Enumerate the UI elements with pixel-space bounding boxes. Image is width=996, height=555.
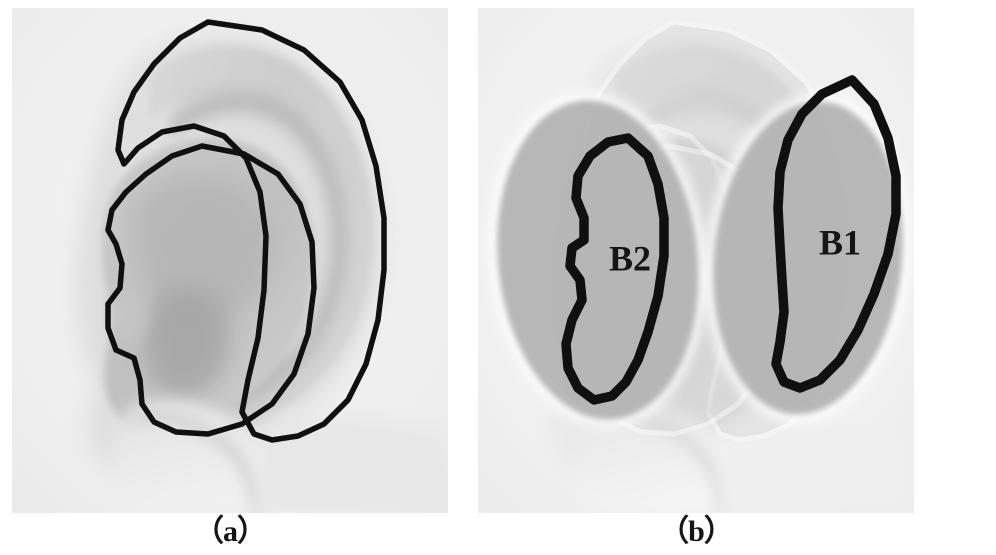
panel-a-image — [12, 8, 448, 513]
helix-outer-contour — [115, 19, 387, 443]
panel-b: B2 B1 — [478, 8, 914, 513]
concha-inner-contour — [105, 143, 317, 437]
panel-a — [12, 8, 448, 513]
region-b1 — [771, 75, 901, 393]
region-b1-label: B1 — [819, 222, 861, 262]
cheek-shade — [252, 415, 448, 513]
caption-b: （b） — [659, 515, 734, 548]
antihelix-shading — [133, 173, 274, 321]
panel-b-image: B2 B1 — [478, 8, 914, 513]
region-b2-label: B2 — [609, 238, 651, 278]
region-b2 — [561, 133, 669, 405]
concha-cavity-shadow — [144, 288, 230, 396]
caption-a: （a） — [194, 515, 267, 548]
tragus-shading — [108, 290, 149, 343]
cheek-shade-b — [718, 415, 914, 513]
